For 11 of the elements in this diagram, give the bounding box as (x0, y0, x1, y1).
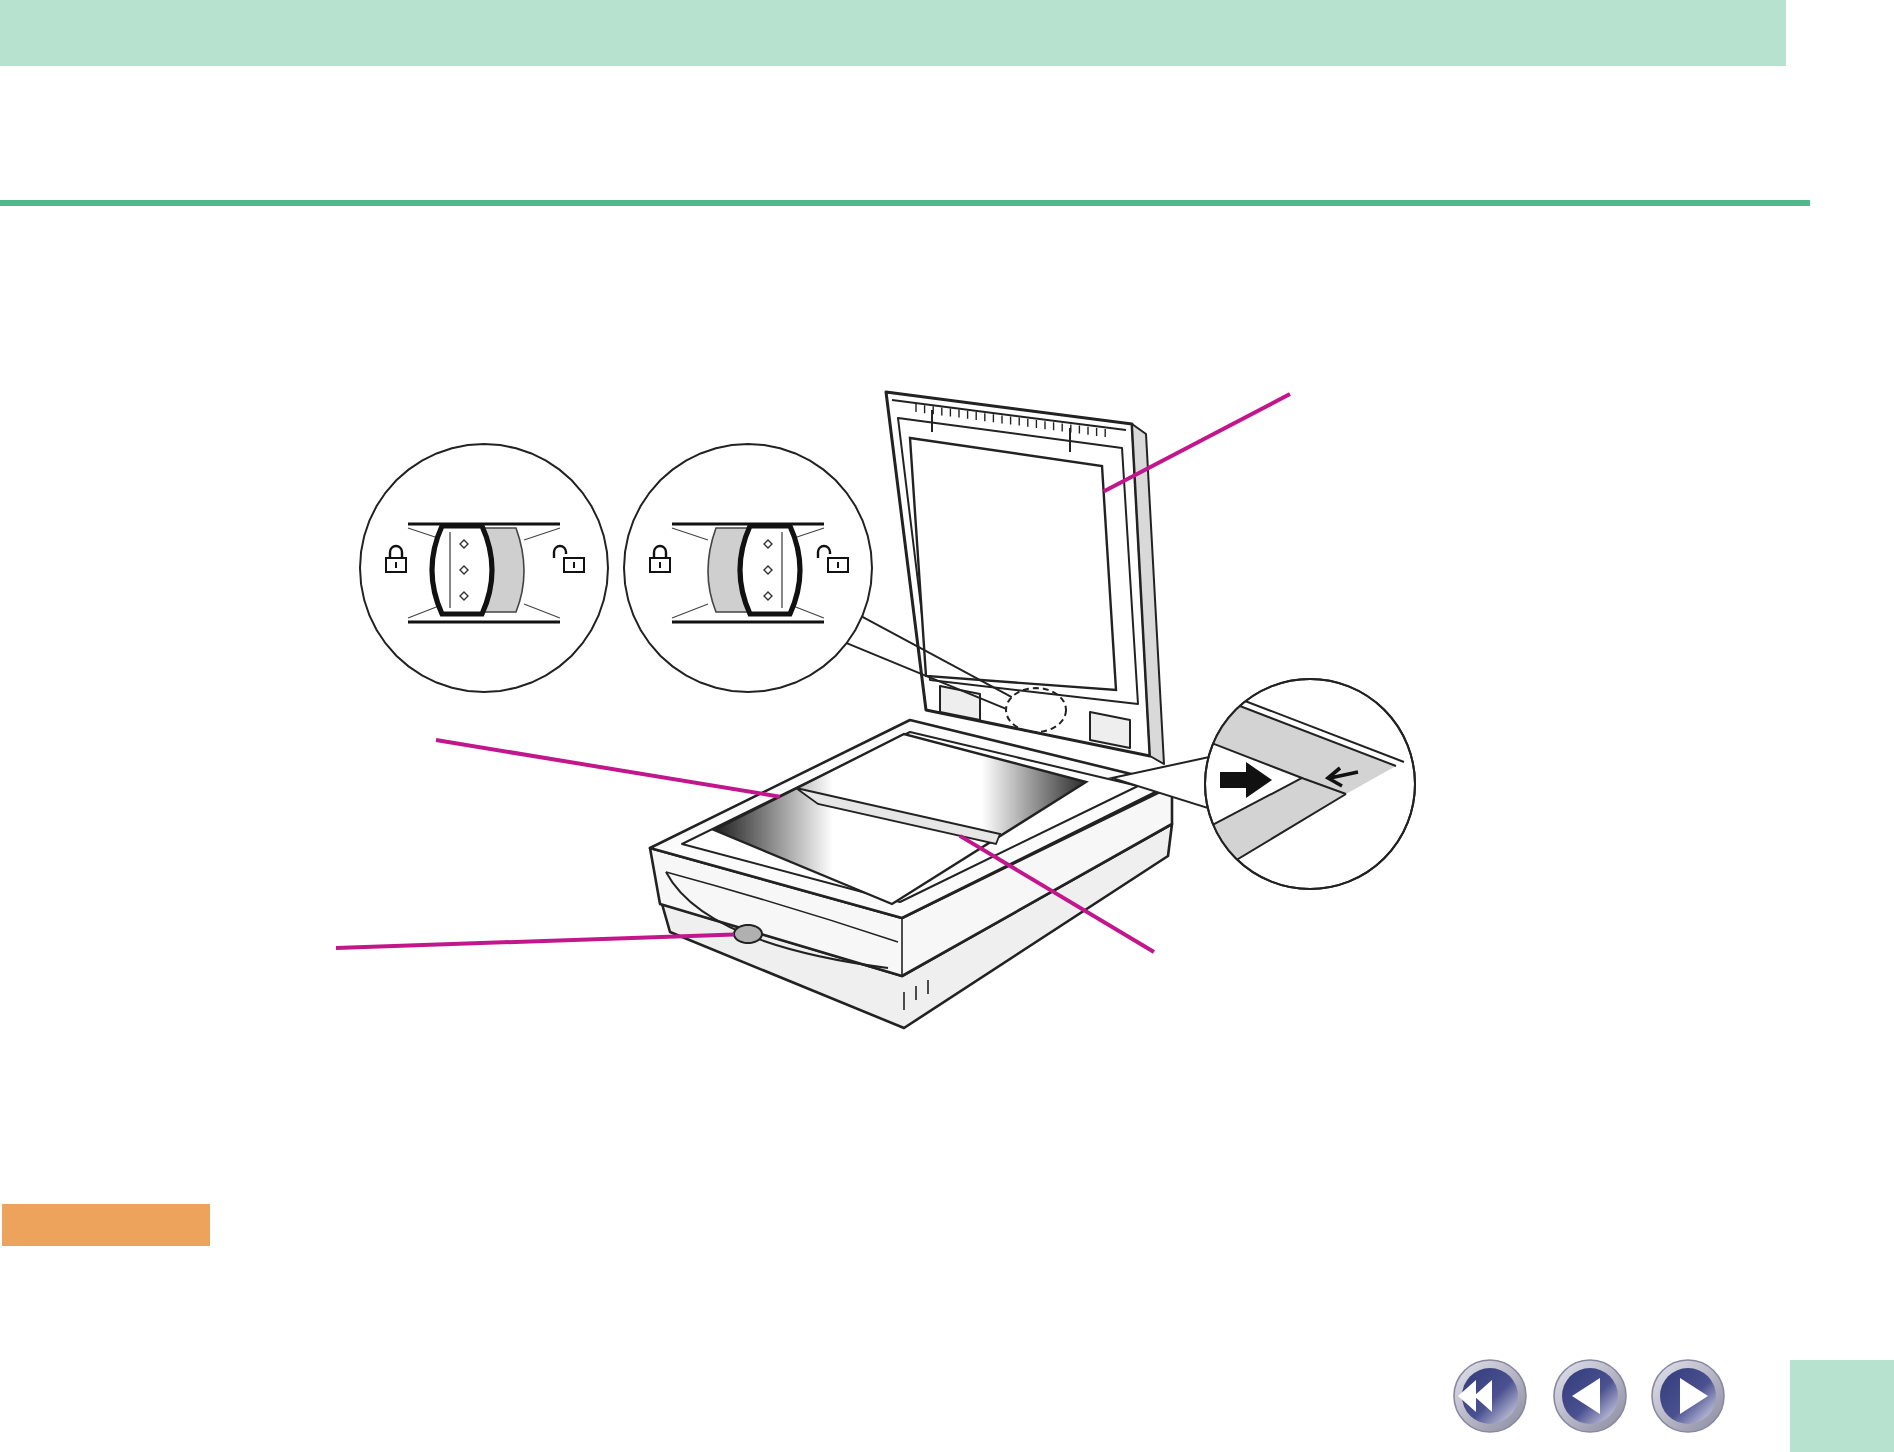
callout-line (861, 615, 1013, 699)
lock-switch-inset (623, 443, 873, 693)
lock-switch-inset (359, 443, 609, 693)
leader-line (1102, 392, 1291, 494)
glass-strip (795, 787, 1002, 846)
heading-tab (2, 1204, 210, 1246)
document-glass (711, 732, 1089, 906)
cover-mat (908, 436, 1118, 692)
leader-line (435, 738, 781, 799)
callout-line (845, 642, 1008, 710)
leader-line (335, 932, 735, 950)
